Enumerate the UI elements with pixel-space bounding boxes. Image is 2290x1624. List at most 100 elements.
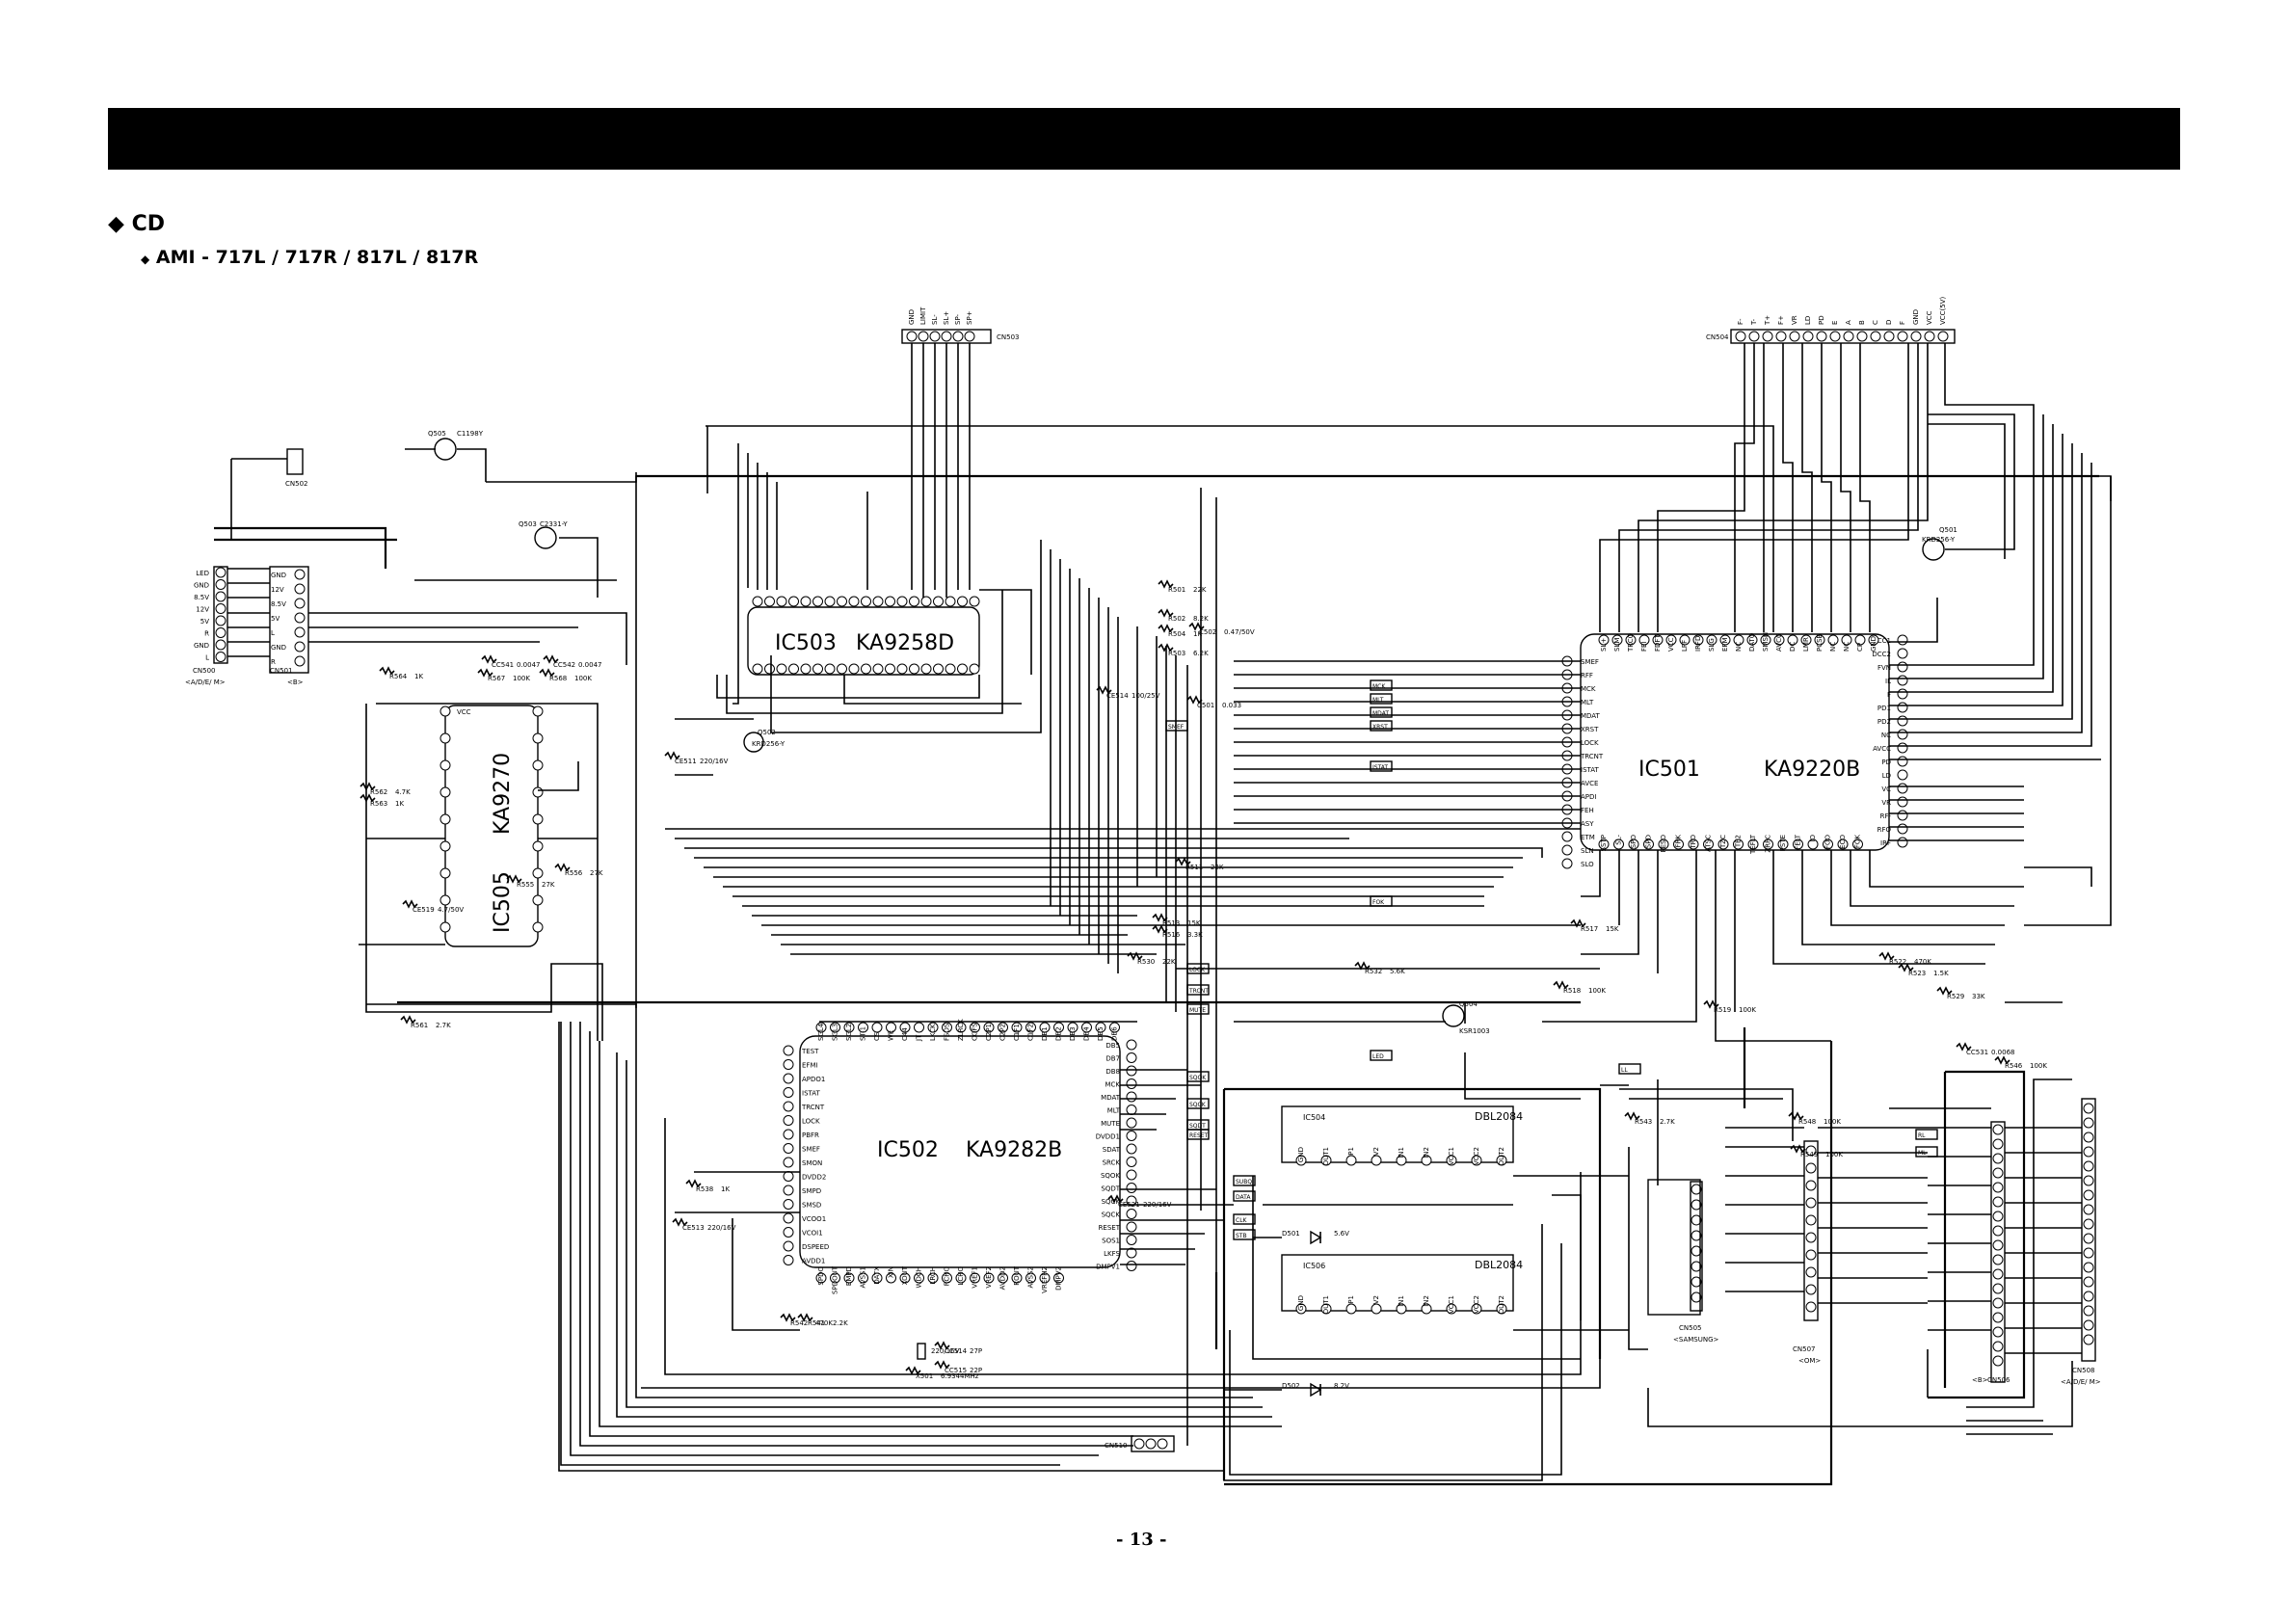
pin-label: LPF xyxy=(1681,640,1689,652)
net-label-text: SUBQ xyxy=(1236,1179,1252,1185)
resistor-symbol xyxy=(1624,1111,1640,1121)
net-label-xrst: XRST xyxy=(1370,720,1393,732)
pin-label: LCHO xyxy=(957,1266,965,1286)
pin xyxy=(830,1272,840,1284)
pin-label: VCC xyxy=(1926,310,1933,325)
pin-label: TRCNT xyxy=(1580,753,1604,760)
component-ref: R501 xyxy=(1168,586,1185,594)
pin xyxy=(2083,1305,2094,1317)
pin xyxy=(1679,634,1691,646)
pin xyxy=(1992,1225,2004,1237)
pin xyxy=(1126,1039,1137,1051)
net-label-text: FOK xyxy=(1372,899,1385,906)
pin xyxy=(783,1157,794,1168)
pin-label: RESET xyxy=(1099,1224,1121,1232)
pin xyxy=(1897,331,1908,342)
component-ref: R523 xyxy=(1908,970,1926,977)
component-ref: R502 xyxy=(1168,615,1185,623)
cn506-pins xyxy=(1992,1124,2004,1367)
pin-label: GND xyxy=(194,582,209,590)
pin xyxy=(1823,839,1833,850)
net-label-mck: MCK xyxy=(1370,679,1393,691)
pin xyxy=(957,596,968,607)
pin-label: F xyxy=(1887,691,1891,699)
component-value: 0.033 xyxy=(1222,702,1241,709)
pin-label: DB6 xyxy=(1111,1026,1119,1041)
component-ref: CE511 xyxy=(675,758,697,765)
net-label-lock: LOCK xyxy=(1186,963,1210,974)
pin-label: PD xyxy=(1881,759,1891,766)
pin-label: WDCH xyxy=(916,1266,923,1288)
net-label-mute: MUTE xyxy=(1186,1003,1210,1015)
pin-label: EFM xyxy=(1721,638,1729,652)
pin xyxy=(952,331,964,342)
pin xyxy=(1992,1182,2004,1193)
component-value: 1.5K xyxy=(1933,970,1949,977)
pin-label: SLN xyxy=(1581,847,1594,855)
resistor-symbol xyxy=(1096,685,1112,695)
net-label-smef: SMEF xyxy=(1165,720,1188,732)
pin xyxy=(2083,1319,2094,1331)
pin xyxy=(215,627,226,638)
component-value: 22P xyxy=(970,1367,982,1374)
cn505-ref: CN505 xyxy=(1679,1324,1702,1332)
pin xyxy=(983,1272,995,1284)
pin xyxy=(1691,1291,1702,1303)
pin xyxy=(1733,839,1744,850)
pin-label: 8.5V xyxy=(271,600,286,608)
pin xyxy=(1658,839,1669,850)
ic502-right-pins: DB5DB7DB8MCKMDATMLTMUTEDVDD1SDATSRCKSQOK… xyxy=(1096,1039,1137,1271)
component-value: 2.7K xyxy=(1660,1118,1675,1126)
pin xyxy=(843,1272,855,1284)
pin xyxy=(1827,634,1839,646)
pin xyxy=(1719,634,1731,646)
pin-label: APDO1 xyxy=(802,1076,825,1083)
pin xyxy=(1837,839,1849,850)
small-diamond-bullet-icon: ◆ xyxy=(141,253,150,266)
net-label-ll: LL xyxy=(1618,1063,1641,1075)
pin-label: 8.5V xyxy=(194,594,209,601)
pin-label: VCOO1 xyxy=(802,1215,826,1223)
pin-label: DMPV2 xyxy=(1055,1266,1063,1291)
pin-label: FRK xyxy=(1675,835,1683,848)
pin-label: OUT1 xyxy=(1322,1295,1330,1314)
q501-part: KRD256-Y xyxy=(1922,536,1956,544)
pin-label: AVCC xyxy=(1873,745,1891,753)
pin xyxy=(998,1272,1008,1284)
pin xyxy=(1937,331,1949,342)
pin xyxy=(1805,1180,1817,1191)
component-ref: R522 xyxy=(1889,958,1906,966)
pin xyxy=(1992,1297,2004,1309)
resistor-symbol xyxy=(359,782,376,791)
component-ref: CE519 xyxy=(413,906,435,914)
pin xyxy=(1396,1155,1407,1166)
resistor-symbol xyxy=(1994,1055,2010,1065)
pin xyxy=(1126,1117,1137,1129)
pin xyxy=(872,663,884,675)
pin xyxy=(927,1272,939,1284)
pin xyxy=(2083,1262,2094,1273)
pin xyxy=(1133,1438,1145,1450)
pin xyxy=(1691,1245,1702,1257)
pin xyxy=(783,1087,794,1098)
component-value: 15K xyxy=(1187,919,1201,927)
pin xyxy=(783,1115,794,1126)
pin-label: F xyxy=(1899,321,1906,325)
section-title-text: CD xyxy=(131,212,166,236)
pin xyxy=(1053,1022,1064,1033)
pin xyxy=(896,663,908,675)
resistor-symbol xyxy=(1158,643,1174,652)
component-value: 220/16V xyxy=(700,758,729,765)
pin-label: VCC1 xyxy=(1448,1147,1455,1165)
pin xyxy=(1897,756,1908,767)
net-label-clk: CLK xyxy=(1233,1213,1256,1225)
net-label-fok: FOK xyxy=(1370,895,1393,907)
cn507-note: <OM> xyxy=(1798,1357,1821,1365)
component-value: 0.47/50V xyxy=(1224,628,1255,636)
